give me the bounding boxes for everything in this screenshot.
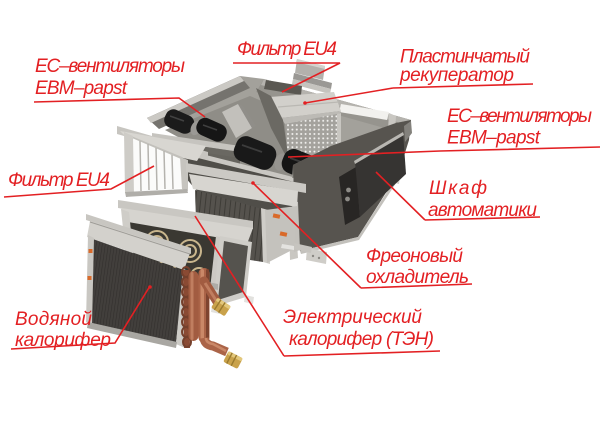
svg-text:автоматики: автоматики — [428, 200, 537, 221]
svg-text:охладитель: охладитель — [366, 267, 469, 288]
svg-text:Фреоновый: Фреоновый — [366, 246, 463, 267]
svg-text:рекуператор: рекуператор — [399, 65, 514, 86]
svg-text:Шкаф: Шкаф — [429, 178, 487, 199]
svg-text:Фильтр EU4: Фильтр EU4 — [237, 39, 337, 60]
svg-text:ЕС–вентиляторы: ЕС–вентиляторы — [35, 56, 185, 77]
svg-text:Электрический: Электрический — [283, 307, 422, 328]
svg-text:калорифер (ТЭН): калорифер (ТЭН) — [289, 329, 434, 350]
svg-text:ЕС–вентиляторы: ЕС–вентиляторы — [447, 106, 592, 127]
svg-text:EBM–papst: EBM–papst — [35, 78, 128, 99]
svg-text:Фильтр EU4: Фильтр EU4 — [8, 170, 110, 191]
svg-text:Водяной: Водяной — [15, 309, 92, 330]
svg-text:калорифер: калорифер — [15, 330, 111, 351]
svg-text:EBM–papst: EBM–papst — [447, 128, 541, 149]
svg-text:Пластинчатый: Пластинчатый — [400, 47, 530, 68]
